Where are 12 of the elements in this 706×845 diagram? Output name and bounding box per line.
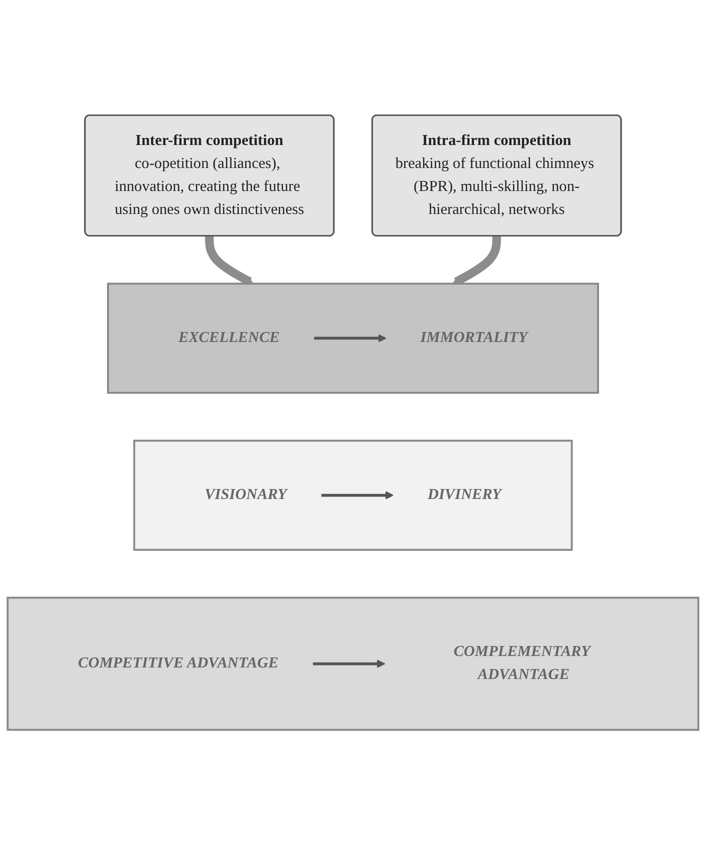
node-text: VISIONARY <box>204 486 287 503</box>
cluster <box>133 440 573 551</box>
node-text: IMMORTALITY <box>420 330 528 346</box>
arrow <box>314 334 386 342</box>
node-text: EXCELLENCE <box>178 330 280 346</box>
node-text: DIVINERY <box>428 486 502 503</box>
node-text: COMPETITIVE ADVANTAGE <box>78 655 278 672</box>
arrow <box>312 660 386 668</box>
cluster <box>6 596 700 731</box>
cluster <box>107 282 599 394</box>
arrow <box>321 491 394 500</box>
node-text: COMPLEMENTARY ADVANTAGE <box>454 644 590 683</box>
